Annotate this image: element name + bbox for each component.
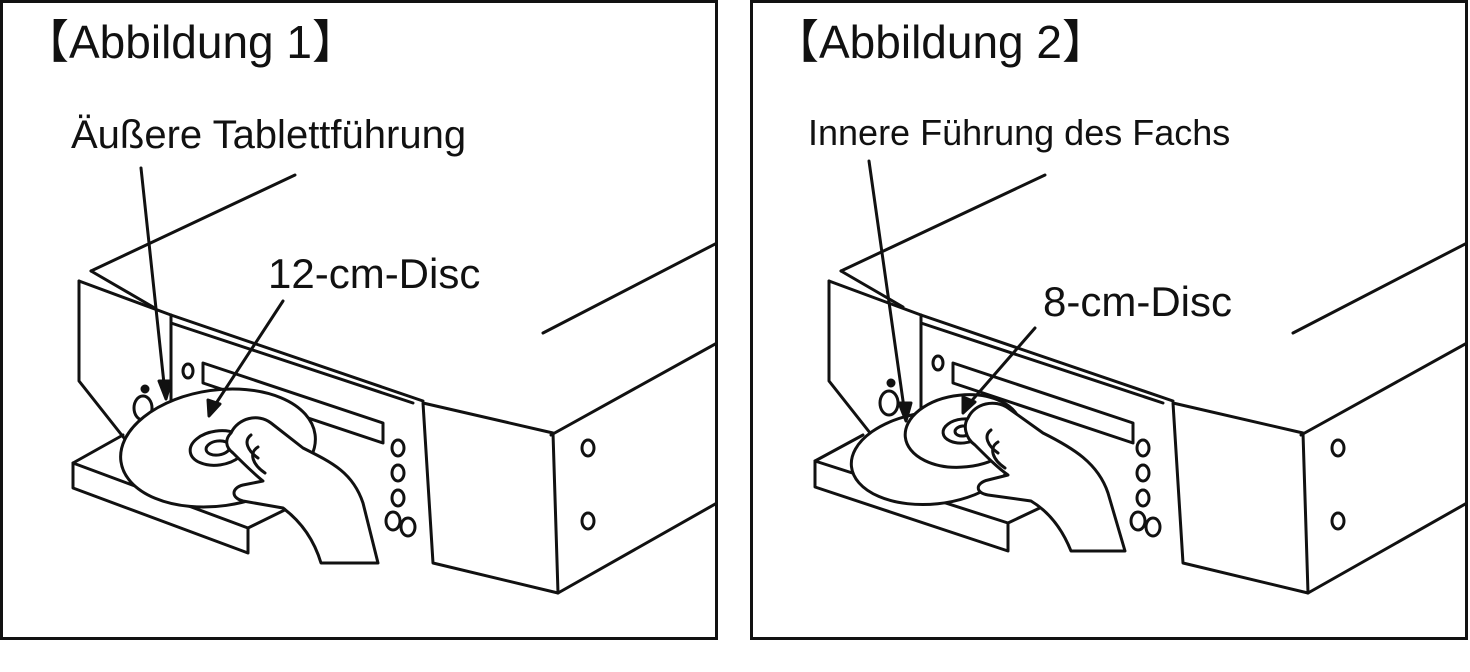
figure-title: 【Abbildung 1】 <box>23 16 358 68</box>
figure-1-panel: 【Abbildung 1】 Äußere Tablettführung 12-c… <box>0 0 718 640</box>
disc-size-label: 8-cm-Disc <box>1043 278 1232 325</box>
outer-tray-guide-label: Äußere Tablettführung <box>71 113 467 157</box>
disc-size-label: 12-cm-Disc <box>268 250 481 297</box>
figure-2-panel: 【Abbildung 2】 Innere Führung des Fachs 8… <box>750 0 1468 640</box>
inner-tray-guide-label: Innere Führung des Fachs <box>808 112 1231 153</box>
cd-player-illustration-12cm <box>71 166 715 595</box>
cd-player-illustration-8cm <box>813 159 1465 595</box>
figure-title: 【Abbildung 2】 <box>773 16 1108 68</box>
